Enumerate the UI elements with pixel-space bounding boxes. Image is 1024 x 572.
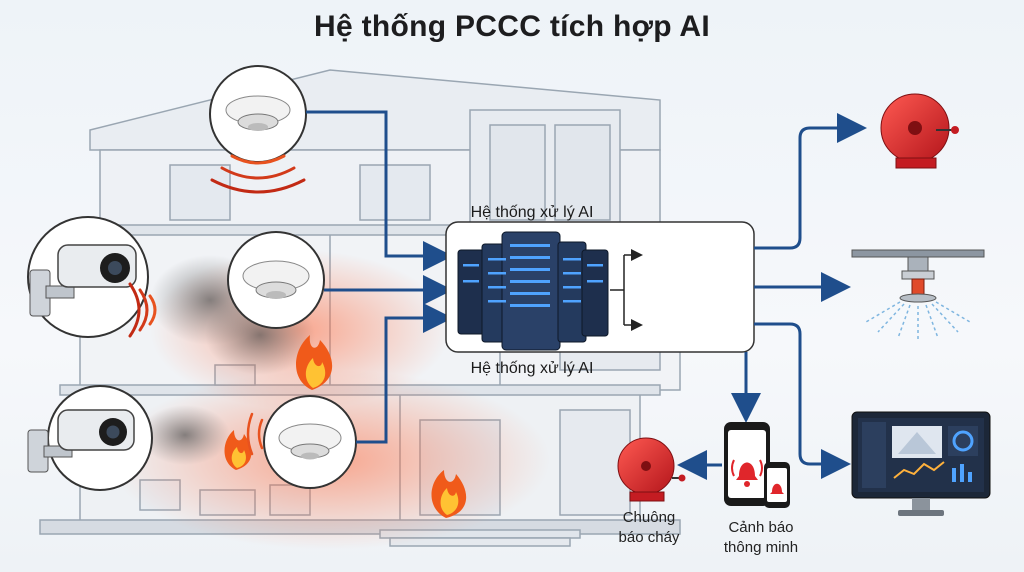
sprinkler-icon <box>851 249 985 340</box>
server-rack-icon <box>457 231 609 351</box>
internal-branch-arrows <box>610 249 643 331</box>
page-title: Hệ thống PCCC tích hợp AI <box>313 10 711 43</box>
monitor-dashboard-icon <box>851 411 991 516</box>
smoke-detector-icon <box>263 395 357 489</box>
flame-icon <box>431 470 467 518</box>
bell-caption: Chuông báo cháy <box>606 508 692 548</box>
fire-alarm-bell-icon <box>880 93 959 169</box>
signal-waves-icon <box>246 412 264 456</box>
input-connectors <box>306 110 453 444</box>
smart-caption-line1: Cảnh báo <box>728 519 794 536</box>
security-camera-icon <box>27 385 153 491</box>
signal-waves-icon <box>210 154 306 194</box>
smartphone-alert-icon <box>724 422 790 508</box>
bell-caption-line2: báo cháy <box>618 529 680 546</box>
output-connectors <box>677 113 867 480</box>
flame-icon <box>224 430 252 470</box>
security-camera-icon <box>27 216 149 338</box>
smoke-detector-icon <box>209 65 307 163</box>
ai-box-label-bottom: Hệ thống xử lý AI <box>470 360 594 377</box>
ai-box-label-top: Hệ thống xử lý AI <box>470 204 594 221</box>
smart-alert-caption: Cảnh báo thông minh <box>706 518 816 558</box>
smart-caption-line2: thông minh <box>723 539 799 556</box>
fire-alarm-bell-icon <box>617 437 686 502</box>
bell-caption-line1: Chuông <box>622 509 676 526</box>
flame-icon <box>296 335 333 390</box>
smoke-detector-icon <box>227 231 325 329</box>
signal-waves-icon <box>128 282 157 338</box>
